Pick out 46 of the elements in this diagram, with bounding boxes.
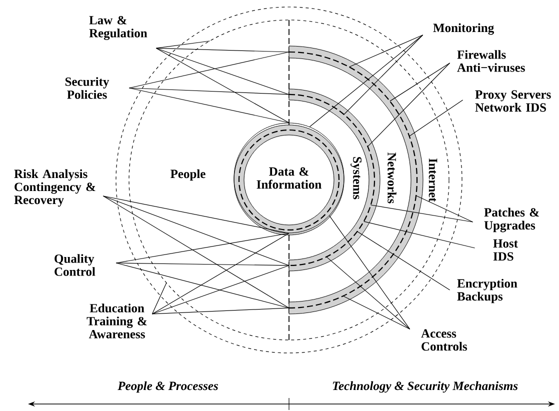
- leader-line: [344, 34, 424, 115]
- callout-text: Law & Regulation: [89, 16, 148, 40]
- leader-line: [408, 100, 464, 137]
- layer-label: People: [170, 169, 206, 181]
- callout-text: Encryption Backups: [457, 278, 518, 304]
- callout-text: Host IDS: [493, 239, 518, 261]
- callout-text: Quality Control: [54, 254, 96, 276]
- callout-text: Security Policies: [65, 77, 110, 99]
- leader-line: [116, 262, 290, 308]
- leader-line: [116, 232, 290, 264]
- section-label: Technology & Security Mechanisms: [332, 381, 518, 393]
- leader-line: [102, 196, 290, 234]
- leader-line: [390, 62, 450, 102]
- callout-text: Firewalls Anti−viruses: [457, 50, 525, 72]
- leader-line: [342, 296, 410, 330]
- leader-line: [416, 195, 474, 222]
- leader-line: [156, 48, 290, 124]
- callout-text: Patches & Upgrades: [484, 208, 539, 232]
- layer-label: Internet: [428, 158, 438, 202]
- callout-text: Access Controls: [421, 329, 467, 351]
- leader-line: [152, 265, 290, 314]
- callout-text: Education Training & Awareness: [86, 304, 147, 338]
- leader-line: [326, 256, 410, 330]
- leader-line: [367, 62, 450, 147]
- leader-line: [156, 40, 210, 49]
- leader-line: [356, 231, 450, 290]
- leader-line: [116, 262, 290, 266]
- leader-line: [156, 48, 290, 95]
- leader-line: [348, 34, 424, 68]
- leader-line: [128, 88, 290, 124]
- callout-text: Monitoring: [433, 23, 494, 35]
- leader-line: [152, 308, 290, 314]
- leader-line: [128, 88, 290, 95]
- leader-line: [102, 196, 290, 308]
- leader-line: [156, 48, 290, 52]
- leader-line: [309, 34, 424, 128]
- leader-line: [102, 196, 290, 266]
- leader-line: [152, 232, 290, 314]
- leader-line: [329, 215, 410, 330]
- callout-text: Risk Analysis Contingency & Recovery: [14, 169, 96, 207]
- callout-text: Proxy Servers Network IDS: [475, 90, 551, 112]
- leader-line: [370, 204, 474, 222]
- leader-line: [128, 52, 290, 88]
- leader-line: [152, 282, 167, 314]
- leader-line: [363, 221, 476, 248]
- section-label: People & Processes: [118, 381, 218, 393]
